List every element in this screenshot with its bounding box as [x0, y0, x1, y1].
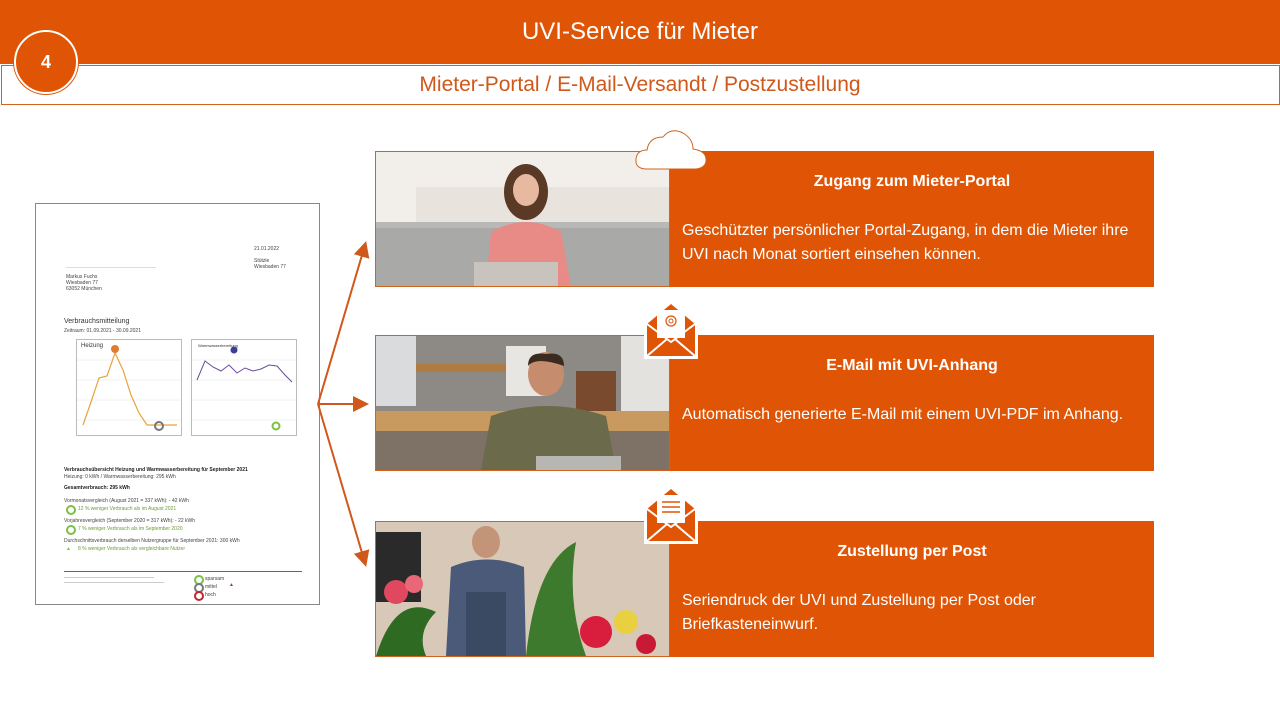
doc-footer-text: [64, 577, 154, 578]
arrow-to-portal: [317, 241, 370, 405]
doc-footer-text: [64, 582, 164, 583]
florist-image: [376, 522, 669, 656]
slide-number-badge: 4: [14, 30, 78, 94]
doc-period: Zeitraum: 01.09.2021 - 30.09.2021: [64, 328, 141, 334]
water-chart: Warmwasserbereitung: [191, 339, 297, 436]
distribution-arrows: [317, 241, 370, 567]
legend-label: sparsam: [205, 576, 225, 582]
heating-chart: Heizung: [76, 339, 182, 436]
doc-recipient-line: Wiesbaden 77: [66, 280, 98, 286]
status-neutral-icon: [154, 421, 164, 431]
card-post: Zustellung per Post Seriendruck der UVI …: [375, 486, 1154, 657]
card-description: Geschützter persönlicher Portal-Zugang, …: [682, 222, 1129, 263]
legend-label: mittel: [205, 584, 217, 590]
doc-recipient-line: Markus Fuchs: [66, 274, 98, 280]
header-bar: [0, 0, 1280, 64]
doc-benchmark: Durchschnittsverbrauch derselben Nutzerg…: [64, 538, 240, 544]
doc-sender-line: Stützle: [254, 258, 270, 264]
card-panel: Zustellung per Post Seriendruck der UVI …: [670, 521, 1154, 657]
page-title: UVI-Service für Mieter: [521, 18, 759, 45]
card-panel: Zugang zum Mieter-Portal Geschützter per…: [670, 151, 1154, 287]
doc-recipient-line: 63052 München: [66, 286, 102, 292]
card-title: Zustellung per Post: [837, 543, 987, 560]
doc-sender-line: Wiesbaden 77: [254, 264, 286, 270]
arrow-to-post: [317, 403, 370, 567]
card-title: Zugang zum Mieter-Portal: [813, 173, 1011, 190]
doc-summary-title: Verbrauchsübersicht Heizung und Warmwass…: [64, 467, 248, 473]
heating-chart-svg: [77, 345, 181, 431]
water-chart-svg: [192, 346, 296, 431]
letter-envelope-icon: [644, 486, 698, 544]
legend-label: hoch: [205, 592, 216, 598]
photo-florist: [375, 521, 670, 657]
flame-icon: [111, 345, 119, 353]
card-description: Automatisch generierte E-Mail mit einem …: [682, 406, 1124, 423]
heating-chart-label: Heizung: [81, 343, 104, 349]
warning-icon: ▲: [229, 582, 234, 588]
email-at-envelope-icon: [644, 301, 698, 359]
photo-man-laptop: [375, 335, 670, 471]
doc-heading: Verbrauchsmitteilung: [64, 318, 130, 325]
card-description: Seriendruck der UVI und Zustellung per P…: [682, 592, 1036, 633]
doc-compare-year-note: 7 % weniger Verbrauch als im September 2…: [78, 526, 183, 532]
subtitle-bar: [1, 65, 1280, 105]
doc-summary-sub: Heizung: 0 kWh / Warmwasserbereitung: 29…: [64, 474, 176, 480]
card-title: E-Mail mit UVI-Anhang: [826, 357, 998, 374]
doc-benchmark-note: 8 % weniger Verbrauch als vergleichbare …: [78, 546, 185, 552]
page-subtitle: Mieter-Portal / E-Mail-Versandt / Postzu…: [419, 73, 861, 96]
water-chart-label: Warmwasserbereitung: [198, 343, 238, 348]
cloud-icon: [635, 130, 707, 170]
man-on-sofa-image: [376, 336, 669, 470]
doc-compare-month-note: 12 % weniger Verbrauch als im August 202…: [78, 506, 177, 512]
photo-woman-laptop: [375, 151, 670, 287]
good-indicator-icon: [66, 525, 76, 535]
card-email: E-Mail mit UVI-Anhang Automatisch generi…: [375, 301, 1154, 471]
doc-total: Gesamtverbrauch: 295 kWh: [64, 485, 130, 491]
water-line: [196, 360, 293, 383]
status-good-icon: [271, 421, 281, 431]
doc-compare-month: Vormonatsvergleich (August 2021 = 337 kW…: [64, 498, 189, 504]
water-drop-icon: [230, 346, 238, 354]
woman-on-sofa-image: [376, 152, 669, 286]
legend-bad-icon: [194, 591, 204, 601]
heating-line: [82, 351, 177, 426]
card-panel: E-Mail mit UVI-Anhang Automatisch generi…: [670, 335, 1154, 471]
card-mieter-portal: Zugang zum Mieter-Portal Geschützter per…: [375, 130, 1154, 287]
uvi-document-preview: 21.01.2022 Stützle Wiesbaden 77 Markus F…: [35, 203, 320, 605]
doc-return-address: [66, 267, 156, 268]
good-indicator-icon: [66, 505, 76, 515]
doc-footer-divider: [64, 571, 302, 572]
doc-compare-year: Vorjahresvergleich (September 2020 = 317…: [64, 518, 196, 524]
doc-date: 21.01.2022: [254, 246, 280, 252]
thumbs-up-icon: ▲: [66, 546, 71, 552]
